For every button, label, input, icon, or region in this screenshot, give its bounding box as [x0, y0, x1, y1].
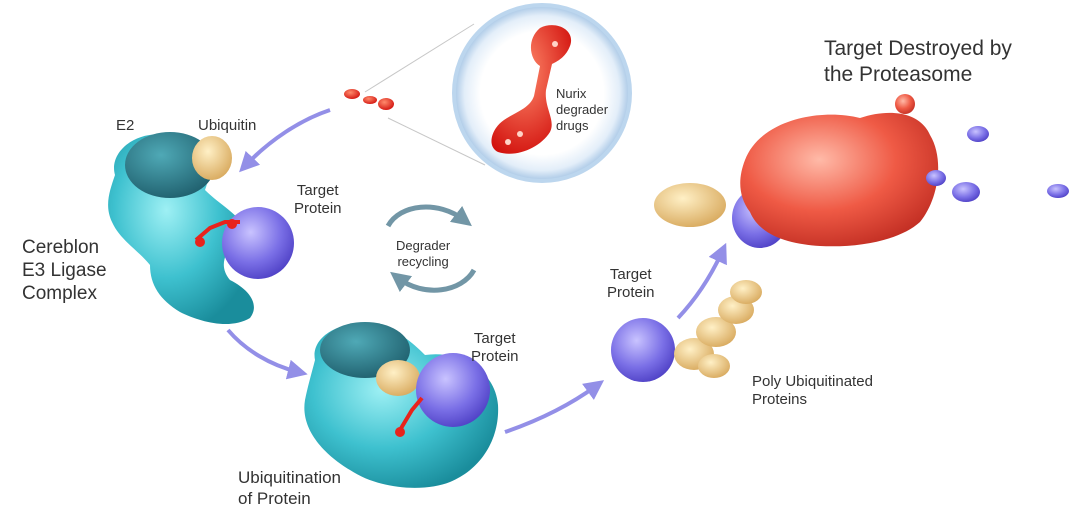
ubiquitin-label: Ubiquitin — [198, 117, 257, 134]
recycling-arrows — [385, 204, 477, 293]
target-protein-label-3: Target Protein — [607, 266, 655, 302]
e2-label: E2 — [116, 117, 135, 134]
nurix-degrader-drugs-label: Nurix degrader drugs — [556, 86, 609, 133]
cereblon-e3-ligase-complex-label: Cereblon E3 Ligase Complex — [22, 237, 107, 305]
zoom-bubble — [452, 3, 632, 183]
target-protein-label-1: Target Protein — [294, 182, 342, 218]
arrow-to-complex — [239, 108, 331, 173]
target-destroyed-label: Target Destroyed by the Proteasome — [824, 37, 1012, 86]
poly-ubiquitinated-structure — [611, 280, 762, 382]
degrader-drug-small — [344, 89, 394, 110]
process-arrows — [226, 108, 727, 434]
ubiquitination-complex-structure — [304, 322, 499, 488]
proteasome-structure — [654, 94, 1069, 248]
zoom-connector-lines — [364, 23, 486, 166]
arrow-to-poly-ubiquitinated — [504, 380, 605, 434]
degrader-drug-large — [491, 25, 572, 154]
cereblon-complex-structure — [108, 132, 294, 325]
arrow-to-proteasome — [676, 242, 727, 320]
arrow-to-ubiquitination — [226, 328, 308, 380]
ubiquitination-of-protein-label: Ubiquitination of Protein — [238, 468, 342, 508]
poly-ubiquitinated-proteins-label: Poly Ubiquitinated Proteins — [752, 373, 873, 409]
target-protein-label-2: Target Protein — [471, 330, 519, 366]
degrader-recycling-label: Degrader recycling — [396, 238, 451, 269]
